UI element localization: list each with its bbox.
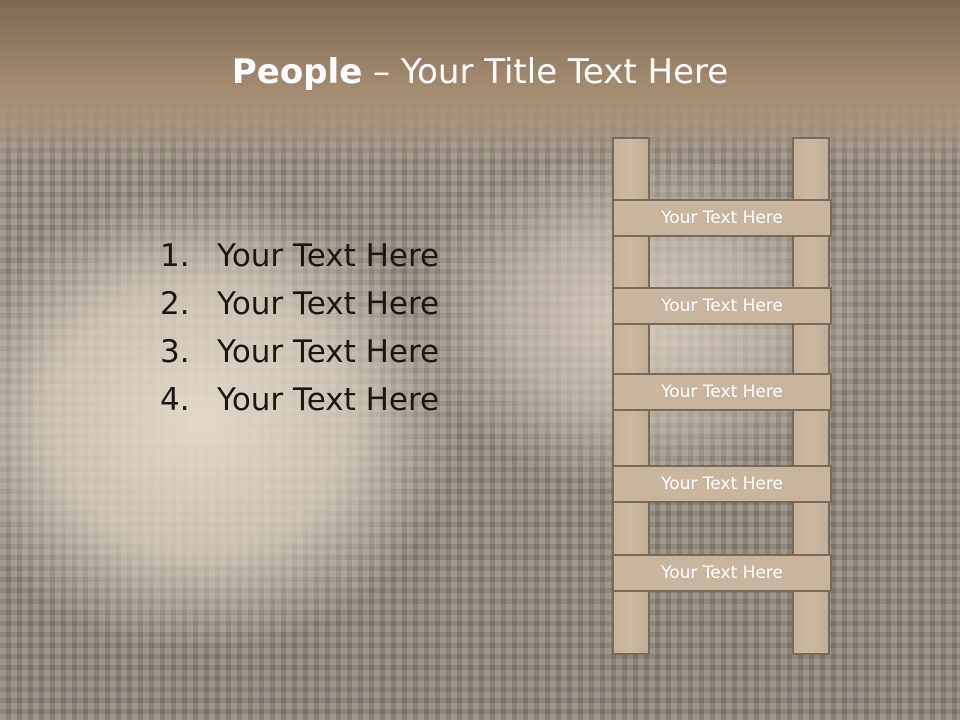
- list-number: 4.: [160, 382, 190, 418]
- list-item: 4. Your Text Here: [160, 376, 439, 424]
- list-item: 2. Your Text Here: [160, 280, 439, 328]
- list-text: Your Text Here: [217, 382, 440, 418]
- numbered-list: 1. Your Text Here 2. Your Text Here 3. Your…: [160, 232, 439, 424]
- ladder-rung: Your Text Here: [612, 554, 832, 592]
- list-text: Your Text Here: [217, 238, 440, 274]
- list-text: Your Text Here: [217, 334, 440, 370]
- ladder-rung: Your Text Here: [612, 465, 832, 503]
- list-item: 3. Your Text Here: [160, 328, 439, 376]
- list-number: 2.: [160, 286, 190, 322]
- list-number: 1.: [160, 238, 190, 274]
- list-text: Your Text Here: [217, 286, 440, 322]
- title-bold: People: [231, 52, 363, 92]
- title-rest: – Your Title Text Here: [362, 52, 729, 92]
- list-number: 3.: [160, 334, 190, 370]
- title-banner: [0, 0, 960, 160]
- ladder-rung: Your Text Here: [612, 287, 832, 325]
- slide-title: People – Your Title Text Here: [0, 52, 960, 92]
- ladder-rung: Your Text Here: [612, 199, 832, 237]
- ladder-rung: Your Text Here: [612, 373, 832, 411]
- list-item: 1. Your Text Here: [160, 232, 439, 280]
